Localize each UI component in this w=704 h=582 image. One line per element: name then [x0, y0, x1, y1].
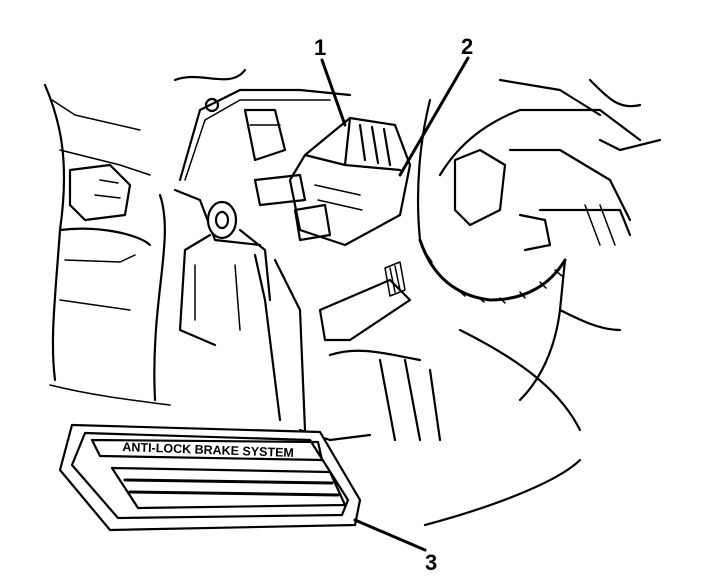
pedal-label: ANTI-LOCK BRAKE SYSTEM: [122, 440, 294, 460]
brake-pedal-pad: [58, 423, 362, 532]
callout-1: 1: [314, 35, 326, 60]
callout-3: 3: [425, 550, 437, 575]
left-kick-panel: [43, 83, 171, 406]
callout-2: 2: [461, 34, 473, 59]
callout-2-leader: [398, 56, 470, 177]
callout-3-leader: [353, 518, 427, 552]
pedal-arm: [178, 200, 307, 432]
dash-panel: [298, 261, 582, 527]
steering-column: [416, 78, 662, 402]
callout-1-leader: [320, 58, 347, 127]
brake-pedal-switch: [253, 116, 412, 247]
upper-bracket: [173, 68, 352, 247]
